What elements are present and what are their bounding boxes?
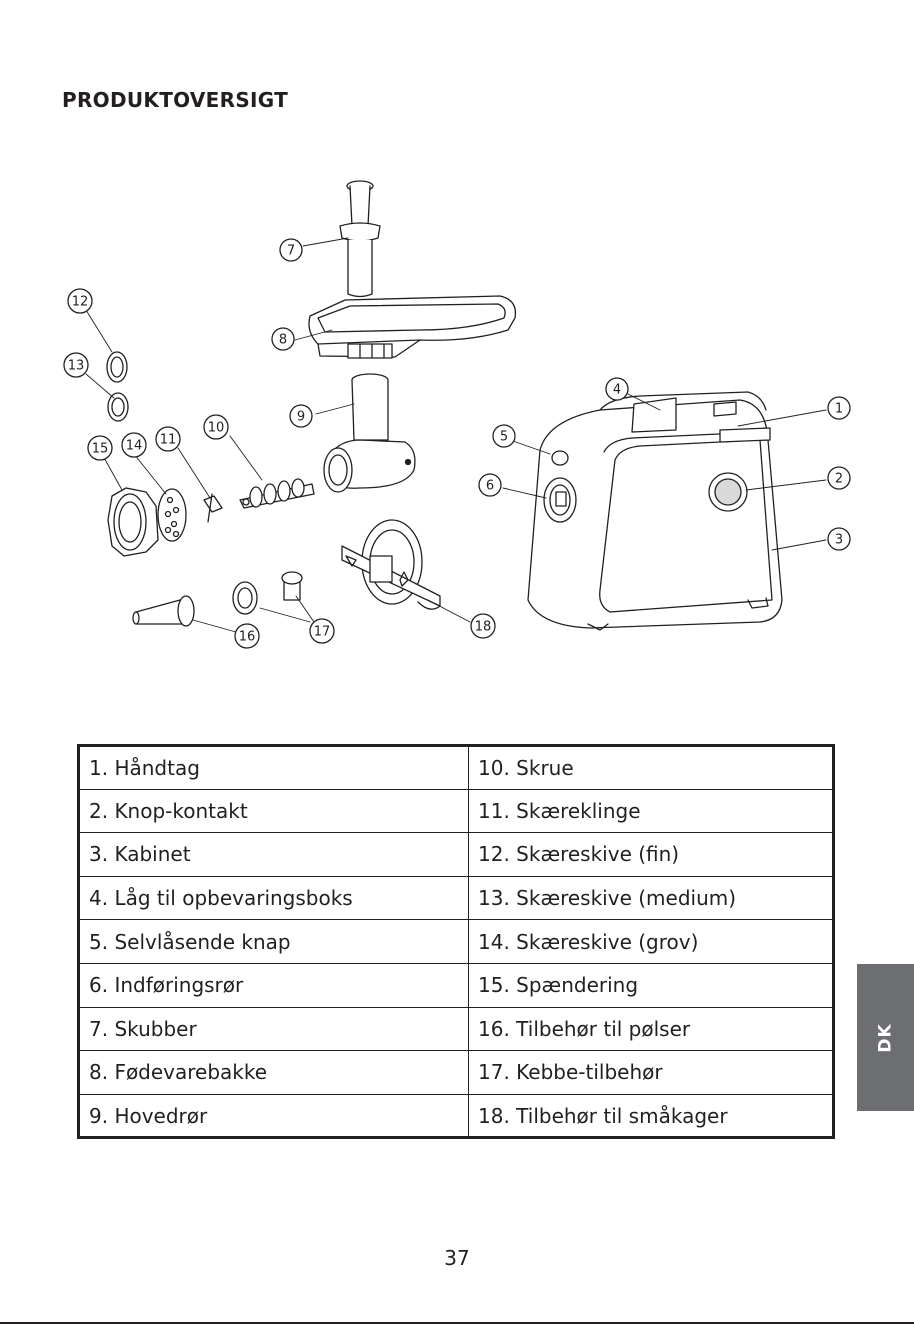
callout-6: 6 (478, 473, 502, 497)
language-tab-label: DK (875, 1022, 896, 1053)
part-cell: 9. Hovedrør (78, 1093, 469, 1139)
callout-10: 10 (203, 414, 229, 440)
part-cell: 1. Håndtag (78, 745, 469, 790)
svg-text:3: 3 (835, 533, 843, 548)
callout-3: 3 (827, 527, 851, 551)
ring-nut-illustration (107, 487, 159, 557)
cookie-attachment-illustration (341, 519, 441, 610)
table-row: 9. Hovedrør 18. Tilbehør til småkager (78, 1093, 834, 1139)
svg-text:15: 15 (92, 442, 109, 457)
part-cell: 6. Indføringsrør (78, 962, 469, 1008)
callout-18: 18 (470, 613, 496, 639)
callout-7: 7 (279, 238, 303, 262)
callout-5: 5 (492, 424, 516, 448)
callout-17: 17 (309, 618, 335, 644)
language-tab: DK (857, 964, 914, 1111)
part-cell: 18. Tilbehør til småkager (468, 1093, 834, 1139)
table-row: 2. Knop-kontakt 11. Skæreklinge (78, 788, 834, 834)
callouts: 1 2 3 4 5 6 7 8 9 10 11 12 13 14 15 16 1… (63, 238, 851, 649)
motor-housing-illustration (527, 391, 783, 631)
svg-text:1: 1 (835, 402, 843, 417)
svg-text:9: 9 (297, 410, 305, 425)
table-row: 6. Indføringsrør 15. Spændering (78, 962, 834, 1008)
part-cell: 17. Kebbe-tilbehør (468, 1050, 834, 1095)
part-cell: 10. Skrue (468, 745, 834, 790)
product-diagram: 1 2 3 4 5 6 7 8 9 10 11 12 13 14 15 16 1… (0, 150, 914, 670)
sausage-attachment-illustration (132, 595, 195, 627)
part-cell: 15. Spændering (468, 962, 834, 1008)
svg-text:12: 12 (72, 295, 89, 310)
callout-8: 8 (271, 327, 295, 351)
blade-illustration (203, 493, 223, 523)
table-row: 8. Fødevarebakke 17. Kebbe-tilbehør (78, 1050, 834, 1095)
table-row: 1. Håndtag 10. Skrue (78, 745, 834, 790)
callout-2: 2 (827, 466, 851, 490)
part-cell: 8. Fødevarebakke (78, 1050, 469, 1095)
callout-14: 14 (121, 432, 147, 458)
part-cell: 5. Selvlåsende knap (78, 919, 469, 964)
svg-text:18: 18 (475, 620, 492, 635)
part-cell: 12. Skæreskive (fin) (468, 832, 834, 877)
svg-text:4: 4 (613, 383, 621, 398)
callout-12: 12 (67, 288, 93, 314)
svg-text:6: 6 (486, 479, 494, 494)
callout-13: 13 (63, 352, 89, 378)
svg-text:17: 17 (314, 625, 331, 640)
pusher-illustration (339, 180, 381, 298)
callout-4: 4 (605, 377, 629, 401)
svg-text:8: 8 (279, 333, 287, 348)
food-tray-illustration (308, 295, 517, 359)
part-cell: 11. Skæreklinge (468, 788, 834, 834)
part-cell: 4. Låg til opbevaringsboks (78, 875, 469, 921)
callout-1: 1 (827, 396, 851, 420)
coarse-disc-illustration (157, 488, 187, 542)
svg-text:13: 13 (68, 359, 85, 374)
svg-text:2: 2 (835, 472, 843, 487)
table-row: 3. Kabinet 12. Skæreskive (fin) (78, 832, 834, 877)
part-cell: 14. Skæreskive (grov) (468, 919, 834, 964)
svg-text:11: 11 (160, 433, 177, 448)
head-tube-illustration (323, 373, 416, 493)
callout-15: 15 (87, 435, 113, 461)
svg-text:10: 10 (208, 421, 225, 436)
svg-text:5: 5 (500, 430, 508, 445)
part-cell: 13. Skæreskive (medium) (468, 875, 834, 921)
parts-table: 1. Håndtag 10. Skrue 2. Knop-kontakt 11.… (77, 744, 835, 1140)
page-title: PRODUKTOVERSIGT (62, 88, 289, 112)
svg-text:7: 7 (287, 244, 295, 259)
table-row: 4. Låg til opbevaringsboks 13. Skæreskiv… (78, 875, 834, 921)
kebbe-attachment-illustration (232, 571, 303, 615)
leader-lines (85, 237, 827, 633)
table-row: 5. Selvlåsende knap 14. Skæreskive (grov… (78, 919, 834, 964)
screw-illustration (239, 478, 315, 509)
svg-text:16: 16 (239, 630, 256, 645)
bottom-rule (0, 1322, 914, 1324)
part-cell: 3. Kabinet (78, 832, 469, 877)
callout-9: 9 (289, 404, 313, 428)
table-row: 7. Skubber 16. Tilbehør til pølser (78, 1006, 834, 1052)
page-number: 37 (444, 1246, 470, 1270)
part-cell: 2. Knop-kontakt (78, 788, 469, 834)
part-cell: 16. Tilbehør til pølser (468, 1006, 834, 1052)
callout-16: 16 (234, 623, 260, 649)
cutting-discs-small-illustration (106, 351, 129, 422)
svg-text:14: 14 (126, 439, 143, 454)
callout-11: 11 (155, 426, 181, 452)
part-cell: 7. Skubber (78, 1006, 469, 1052)
